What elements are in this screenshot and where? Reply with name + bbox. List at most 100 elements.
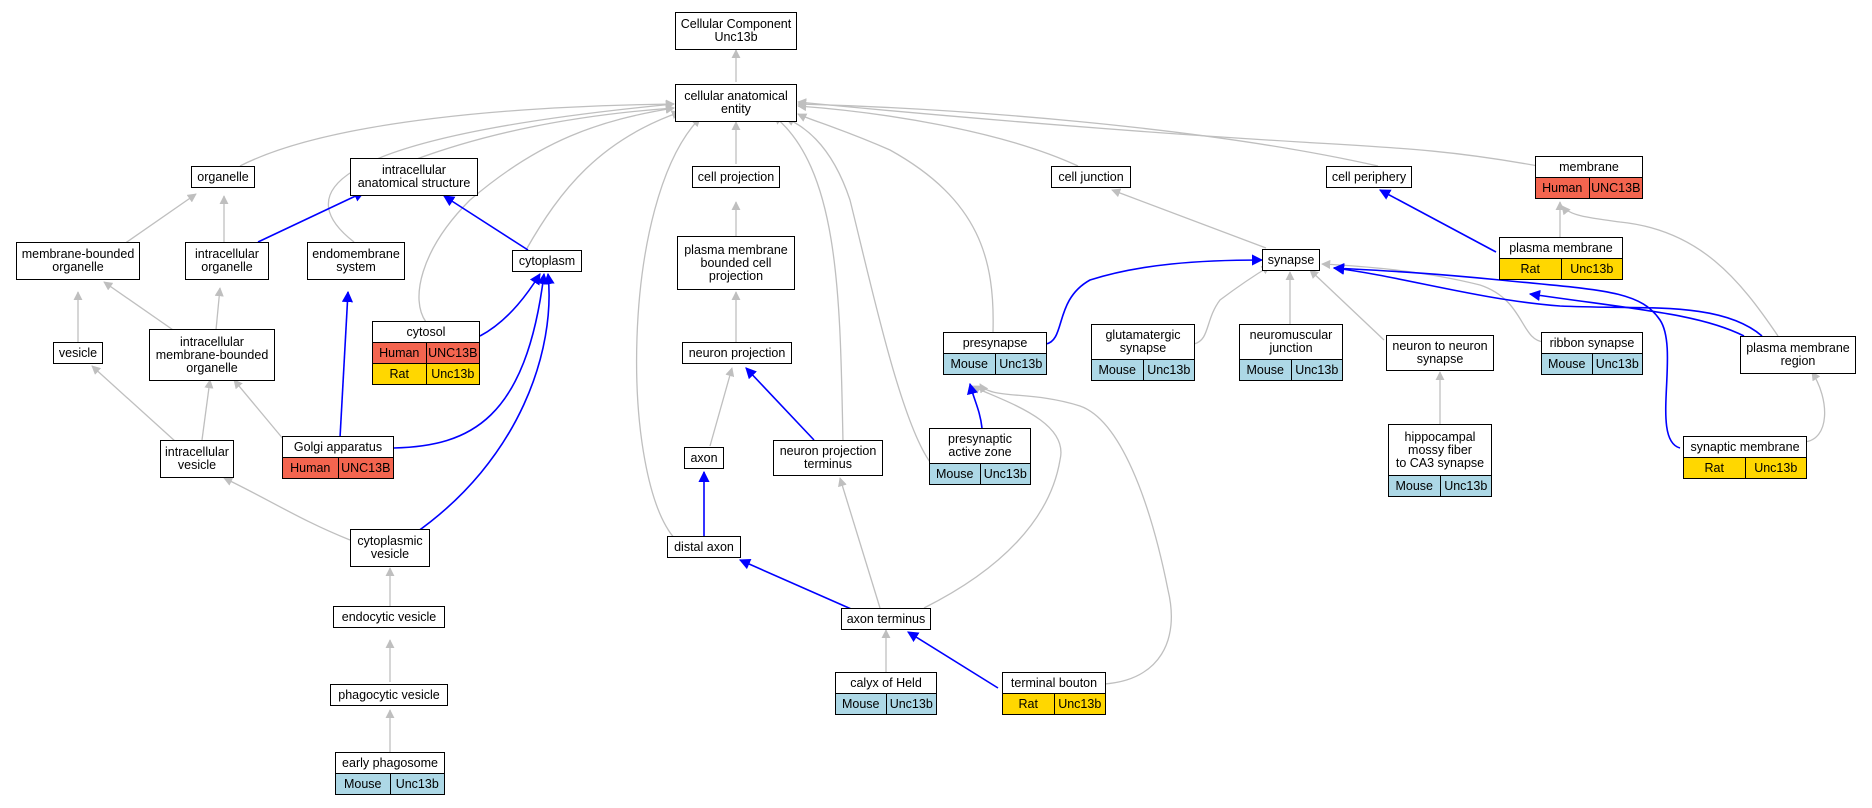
node-neuronproj[interactable]: neuron projection — [682, 342, 792, 364]
node-label: terminal bouton — [1010, 675, 1098, 690]
edge-golgi-imbo — [233, 379, 285, 441]
node-imbo[interactable]: intracellular membrane-bounded organelle — [149, 329, 275, 381]
node-cae[interactable]: cellular anatomical entity — [675, 84, 797, 122]
edge-pmr-synapse — [1332, 263, 1763, 337]
edge-bouton-presynapse — [979, 383, 1172, 685]
edge-bouton-axonterm — [907, 631, 999, 689]
edge-pmr-membrane — [1561, 205, 1779, 337]
node-label: cytosol — [406, 324, 446, 339]
node-label: plasma membrane region — [1746, 341, 1850, 368]
edge-n2n-synapse — [1309, 269, 1385, 341]
node-n2n[interactable]: neuron to neuron synapse — [1386, 335, 1494, 371]
edge-synmem-pm — [1528, 289, 1745, 337]
edge-presynapse-synapse — [1045, 254, 1264, 345]
node-axonterm[interactable]: axon terminus — [841, 608, 931, 630]
node-label: Golgi apparatus — [293, 439, 383, 454]
node-synapse[interactable]: synapse — [1262, 249, 1320, 271]
node-pmbcp[interactable]: plasma membrane bounded cell projection — [677, 236, 795, 290]
node-label: cytoplasmic vesicle — [357, 534, 423, 561]
node-phagocytic[interactable]: phagocytic vesicle — [330, 684, 448, 706]
node-label: endomembrane system — [312, 247, 400, 274]
node-vesicle[interactable]: vesicle — [53, 342, 103, 364]
node-label: organelle — [197, 169, 249, 184]
annotation-species: Mouse — [935, 467, 974, 481]
edge-synapse-celljunction — [1111, 188, 1267, 249]
node-root[interactable]: Cellular Component Unc13b — [675, 12, 797, 50]
edge-mbo-organelle — [123, 193, 197, 245]
edge-presynapse-cae — [797, 113, 994, 333]
node-cellperiphery[interactable]: cell periphery — [1326, 166, 1412, 188]
node-axon[interactable]: axon — [684, 447, 724, 469]
node-ias[interactable]: intracellular anatomical structure — [350, 158, 478, 196]
node-celljunction[interactable]: cell junction — [1051, 166, 1131, 188]
node-pmr[interactable]: plasma membrane region — [1740, 336, 1856, 374]
node-cytovesicle[interactable]: cytoplasmic vesicle — [350, 529, 430, 567]
node-label: intracellular organelle — [195, 247, 259, 274]
node-cytoplasm[interactable]: cytoplasm — [512, 250, 582, 272]
annotation-gene: Unc13b — [389, 774, 445, 794]
node-distalaxon[interactable]: distal axon — [667, 536, 741, 558]
node-mbo[interactable]: membrane-bounded organelle — [16, 242, 140, 280]
node-endomembrane[interactable]: endomembrane system — [307, 242, 405, 280]
annotation-row: Human UNC13B — [373, 342, 479, 363]
annotation-species: Human — [379, 346, 420, 360]
edge-distalaxon-cae — [635, 117, 701, 541]
annotation-species: Human — [1542, 181, 1583, 195]
edge-cytovesicle-cytoplasm — [413, 272, 555, 535]
node-label: plasma membrane bounded cell projection — [684, 242, 788, 283]
node-io[interactable]: intracellular organelle — [185, 242, 269, 280]
node-label: phagocytic vesicle — [338, 687, 440, 702]
node-label: intracellular vesicle — [165, 445, 229, 472]
annotation-gene: UNC13B — [425, 343, 480, 363]
node-organelle[interactable]: organelle — [191, 166, 255, 188]
node-label: calyx of Held — [850, 675, 922, 690]
node-label: axon terminus — [846, 611, 926, 626]
edge-organelle-cae — [239, 99, 675, 167]
annotation-gene: Unc13b — [1053, 694, 1106, 714]
node-label: neuromuscular junction — [1249, 328, 1333, 355]
edge-npt-neuronproj — [745, 367, 815, 441]
node-label: vesicle — [58, 345, 98, 360]
edge-io-ias — [257, 191, 366, 243]
node-label: plasma membrane — [1509, 240, 1613, 255]
annotation-gene: Unc13b — [1560, 259, 1623, 279]
node-label: glutamatergic synapse — [1105, 328, 1181, 355]
annotation-species: Rat — [389, 367, 409, 381]
edge-cytosol-cae — [418, 104, 675, 323]
node-label: presynapse — [962, 335, 1028, 350]
annotation-species: Mouse — [950, 357, 989, 371]
node-npt[interactable]: neuron projection terminus — [773, 440, 883, 476]
edge-celljunction-cae — [797, 102, 1079, 167]
node-iv[interactable]: intracellular vesicle — [160, 440, 234, 478]
node-label: neuron projection terminus — [779, 444, 877, 471]
edge-golgi-cytoplasm — [393, 272, 549, 449]
node-label: cell periphery — [1331, 169, 1407, 184]
node-cellproj[interactable]: cell projection — [692, 166, 780, 188]
annotation-gene: Unc13b — [885, 694, 937, 714]
node-endocytic[interactable]: endocytic vesicle — [333, 606, 445, 628]
annotation-species: Mouse — [1547, 357, 1586, 371]
